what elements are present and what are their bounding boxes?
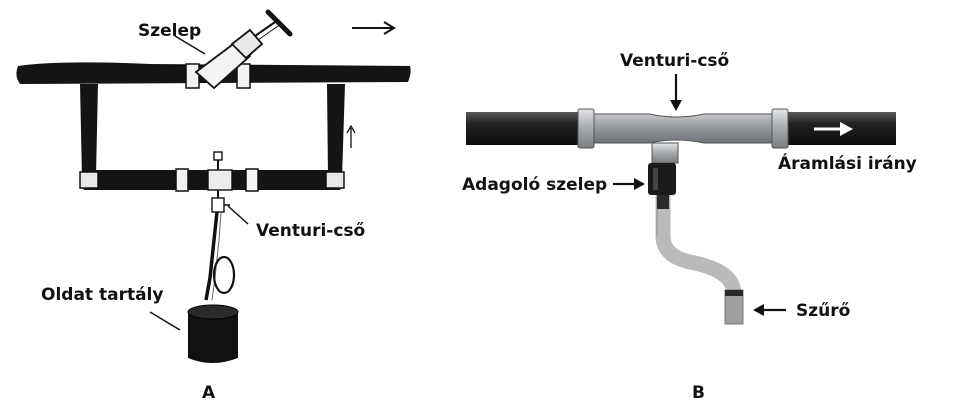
elbow-left — [79, 171, 99, 189]
coupler-2 — [245, 168, 259, 192]
pipe-left — [466, 112, 588, 145]
valve-handle-icon — [265, 9, 293, 37]
bypass-right-pipe — [327, 84, 345, 178]
suction-hose — [655, 195, 742, 300]
flow-arrow-icon — [346, 124, 356, 148]
label-valve: Szelep — [138, 21, 201, 41]
elbow-right — [325, 171, 345, 189]
pointer-arrow-icon — [753, 304, 786, 316]
leader-valve — [174, 35, 206, 55]
hose-connector — [657, 195, 669, 209]
flow-arrow-icon — [814, 122, 853, 136]
caption-a: A — [202, 383, 216, 403]
label-tank: Oldat tartály — [41, 285, 163, 305]
coupler-1 — [175, 168, 189, 192]
dosing-valve — [648, 163, 676, 195]
main-coupler-2 — [236, 63, 251, 89]
solution-tank — [187, 304, 239, 363]
label-venturi-a: Venturi-cső — [256, 221, 365, 241]
venturi-body — [589, 113, 781, 144]
label-dosing-valve: Adagoló szelep — [462, 175, 607, 195]
leader-tank — [149, 311, 181, 331]
label-flow-direction: Áramlási irány — [778, 152, 917, 174]
panel-a: Szelep Venturi-cső Oldat tartály A — [16, 9, 411, 403]
pointer-arrow-icon — [613, 178, 645, 190]
coupler-right — [771, 108, 789, 149]
valve — [194, 9, 293, 90]
venturi-injector-a — [207, 151, 233, 213]
flow-arrow-icon — [352, 21, 396, 35]
label-filter: Szűrő — [796, 301, 850, 321]
panel-b: Venturi-cső Adagoló szelep Áramlási irán… — [462, 51, 917, 403]
leader-venturi-a — [227, 205, 249, 225]
venturi-tee — [651, 142, 679, 164]
suction-tube — [204, 211, 236, 301]
label-venturi-b: Venturi-cső — [620, 51, 729, 71]
pointer-arrow-icon — [670, 74, 682, 111]
coupler-left — [577, 108, 595, 149]
caption-b: B — [692, 383, 705, 403]
bypass-left-pipe — [80, 84, 98, 178]
main-coupler-1 — [185, 63, 200, 89]
